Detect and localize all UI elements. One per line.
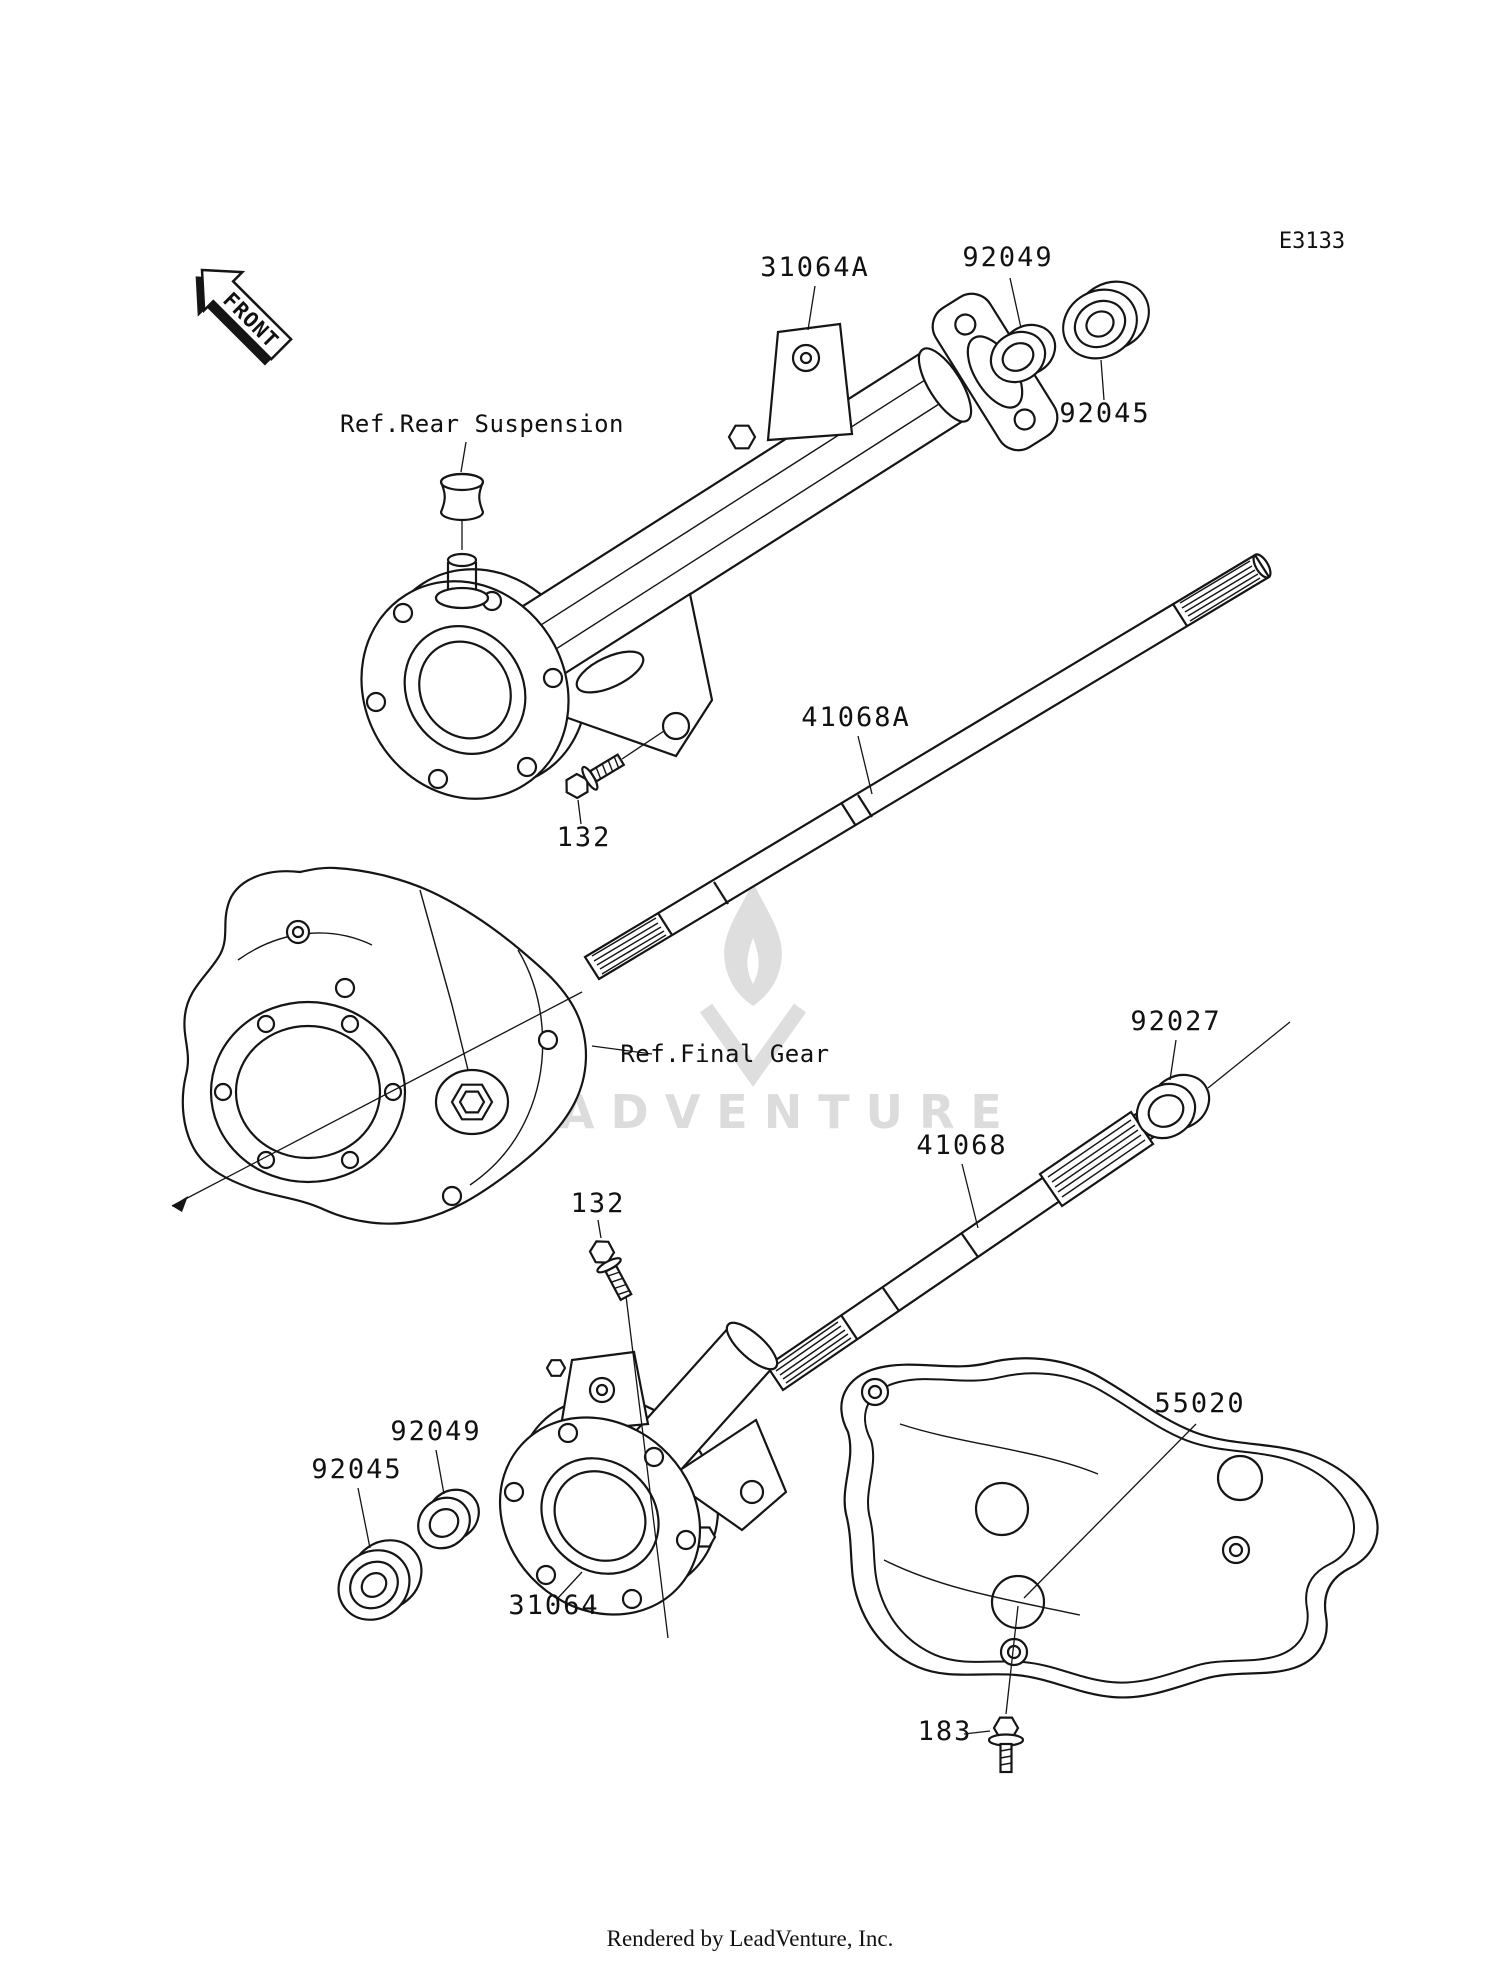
callout-labels: 31064A 92049 92045 Ref.Rear Suspension 4…: [311, 242, 1245, 1747]
short-axle-shaft-drawing: [765, 1107, 1162, 1392]
lower-axle-housing-drawing: [498, 1321, 788, 1616]
bolt-132-lower-drawing: [588, 1240, 633, 1302]
final-gear-housing-drawing: [181, 866, 587, 1225]
callout-55020: 55020: [1154, 1388, 1245, 1419]
callout-31064: 31064: [508, 1590, 599, 1621]
callout-132-upper: 132: [557, 822, 612, 853]
callout-92049-lower: 92049: [390, 1416, 481, 1447]
callout-41068: 41068: [916, 1130, 1007, 1161]
footer-credit: Rendered by LeadVenture, Inc.: [607, 1926, 894, 1951]
callout-92049-upper: 92049: [962, 242, 1053, 273]
lower-bearing-92045-drawing: [337, 1539, 423, 1621]
diagram-code: E3133: [1279, 229, 1345, 254]
callout-92027: 92027: [1130, 1006, 1221, 1037]
ref-label-final-gear: Ref.Final Gear: [620, 1040, 829, 1068]
long-axle-shaft-drawing: [583, 553, 1272, 981]
callout-183: 183: [918, 1716, 973, 1747]
rear-suspension-bushing-drawing: [434, 472, 490, 610]
bolt-183-drawing: [987, 1716, 1025, 1774]
upper-axle-housing-drawing: [360, 292, 1059, 800]
callout-132-lower: 132: [571, 1188, 626, 1219]
callout-92045-upper: 92045: [1059, 398, 1150, 429]
ref-label-rear-suspension: Ref.Rear Suspension: [340, 410, 624, 438]
callout-41068a: 41068A: [801, 702, 911, 733]
lower-seal-92049-drawing: [417, 1488, 480, 1550]
callout-31064a: 31064A: [760, 252, 870, 283]
guard-plate-drawing: [840, 1357, 1379, 1699]
front-direction-arrow: FRONT: [195, 268, 293, 366]
upper-bearing-92045-drawing: [1062, 280, 1150, 360]
collar-92027-drawing: [1135, 1073, 1211, 1140]
watermark-v-icon: [699, 1003, 807, 1087]
leader-lines: [171, 277, 1291, 1735]
upper-seal-92049-drawing: [989, 323, 1057, 384]
watermark-flame-notch: [747, 938, 759, 984]
callout-92045-lower: 92045: [311, 1454, 402, 1485]
bolt-132-upper-drawing: [565, 753, 626, 800]
front-arrow-shape: [200, 268, 293, 361]
